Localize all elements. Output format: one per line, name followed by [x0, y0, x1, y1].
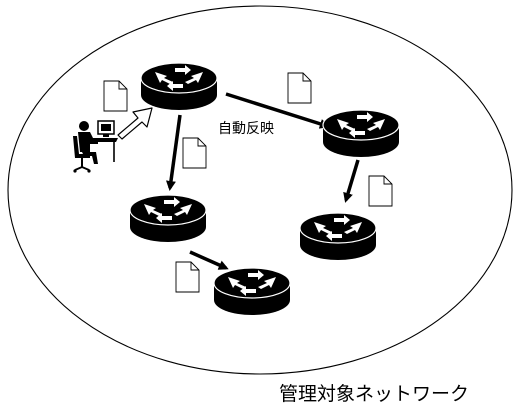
- hollow-arrow-icon: [117, 107, 153, 140]
- router-icon: [129, 194, 207, 243]
- arrow-r1-to-r3: [165, 114, 182, 191]
- router-icon: [213, 267, 291, 316]
- diagram-caption: 管理対象ネットワーク: [279, 383, 469, 405]
- document-icon: [368, 175, 393, 207]
- arrow-r3-to-r5: [189, 250, 229, 270]
- document-icon: [182, 137, 207, 169]
- router-icon: [140, 62, 218, 111]
- document-icon: [287, 72, 312, 104]
- router-icon: [299, 212, 377, 261]
- router-icon: [322, 109, 400, 158]
- arrow-r1-to-r2: [225, 92, 330, 129]
- arrow-r2-to-r4: [343, 159, 360, 203]
- operator-at-computer-icon: [73, 120, 118, 173]
- document-icon: [175, 261, 200, 293]
- arrow-label: 自動反映: [218, 121, 274, 137]
- document-icon: [103, 80, 128, 112]
- network-boundary: [7, 5, 513, 375]
